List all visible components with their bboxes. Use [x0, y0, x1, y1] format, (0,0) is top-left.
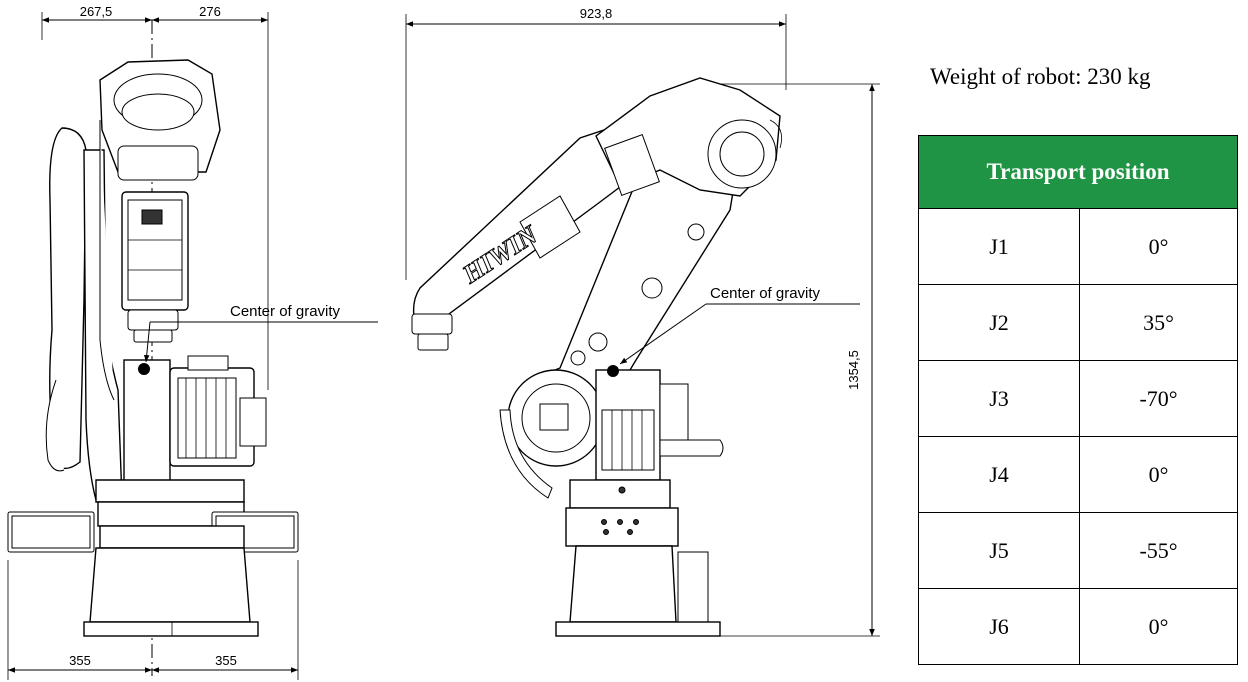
joint-name: J5: [918, 512, 1080, 589]
table-row: J1 0°: [918, 208, 1238, 285]
front-cog-marker: [138, 363, 150, 375]
dim-front-bottom-left: 355: [69, 653, 91, 668]
robot-weight-label: Weight of robot: 230 kg: [930, 64, 1151, 89]
dim-front-top-right: 276: [199, 4, 221, 19]
table-header-row: Transport position: [918, 135, 1238, 209]
joint-angle: 0°: [1079, 436, 1238, 513]
side-width-dimension: 923,8: [405, 6, 787, 280]
front-bottom-dimension: 355 355: [7, 560, 299, 680]
table-row: J6 0°: [918, 588, 1238, 665]
table-header: Transport position: [918, 135, 1238, 209]
joint-angle: 0°: [1079, 588, 1238, 665]
table-row: J2 35°: [918, 284, 1238, 361]
joint-angle: -70°: [1079, 360, 1238, 437]
joint-name: J2: [918, 284, 1080, 361]
cog-label-front: Center of gravity: [230, 303, 341, 320]
dim-front-top-left: 267,5: [80, 4, 113, 19]
robot-technical-drawing: 267,5 276: [7, 4, 880, 680]
dim-side-height: 1354,5: [846, 350, 861, 390]
dim-front-bottom-right: 355: [215, 653, 237, 668]
front-view: 267,5 276: [7, 4, 378, 680]
front-top-dimension: 267,5 276: [41, 4, 269, 390]
transport-position-table: Transport position J1 0° J2 35° J3 -70° …: [918, 135, 1238, 665]
joint-name: J6: [918, 588, 1080, 665]
cog-label-side: Center of gravity: [710, 285, 821, 302]
joint-angle: 0°: [1079, 208, 1238, 285]
table-row: J3 -70°: [918, 360, 1238, 437]
table-row: J5 -55°: [918, 512, 1238, 589]
joint-angle: -55°: [1079, 512, 1238, 589]
dim-side-width: 923,8: [580, 6, 613, 21]
joint-name: J4: [918, 436, 1080, 513]
side-cog-marker: [607, 365, 619, 377]
table-row: J4 0°: [918, 436, 1238, 513]
joint-angle: 35°: [1079, 284, 1238, 361]
joint-name: J1: [918, 208, 1080, 285]
joint-name: J3: [918, 360, 1080, 437]
side-view: 923,8 1354,5 HIWIN: [405, 6, 880, 637]
